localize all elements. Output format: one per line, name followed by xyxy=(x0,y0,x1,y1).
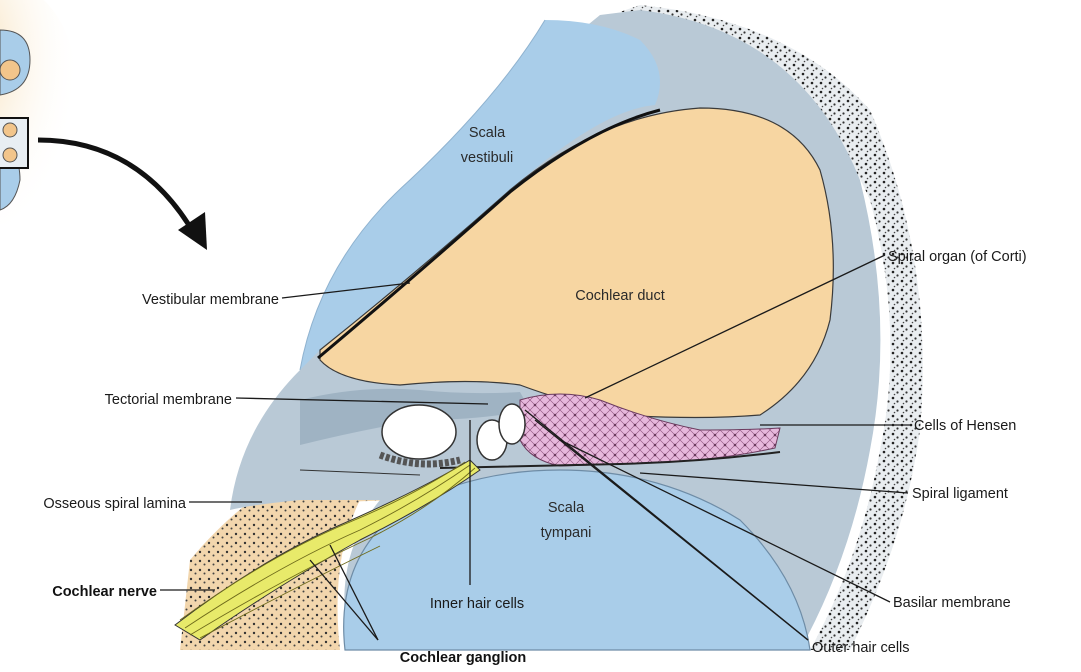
svg-text:Scala: Scala xyxy=(548,500,585,516)
label-inner-hair-cells: Inner hair cells xyxy=(430,596,524,612)
label-vestibular-membrane: Vestibular membrane xyxy=(142,292,279,308)
label-cells-of-hensen: Cells of Hensen xyxy=(914,418,1016,434)
label-basilar-membrane: Basilar membrane xyxy=(893,595,1011,611)
outer-tunnel xyxy=(499,404,525,444)
label-cochlear-ganglion: Cochlear ganglion xyxy=(400,650,527,666)
label-osseous-spiral-lamina: Osseous spiral lamina xyxy=(43,496,187,512)
svg-text:vestibuli: vestibuli xyxy=(461,150,513,166)
label-spiral-organ: Spiral organ (of Corti) xyxy=(888,249,1027,265)
label-tectorial-membrane: Tectorial membrane xyxy=(105,392,232,408)
inner-spiral-sulcus xyxy=(382,405,456,459)
svg-text:Scala: Scala xyxy=(469,125,506,141)
region-label-cochlear-duct: Cochlear duct xyxy=(575,288,664,304)
label-spiral-ligament: Spiral ligament xyxy=(912,486,1008,502)
svg-text:tympani: tympani xyxy=(541,525,592,541)
label-cochlear-nerve: Cochlear nerve xyxy=(52,584,157,600)
inset-thumbnail xyxy=(0,0,80,225)
label-outer-hair-cells: Outer hair cells xyxy=(812,640,910,656)
